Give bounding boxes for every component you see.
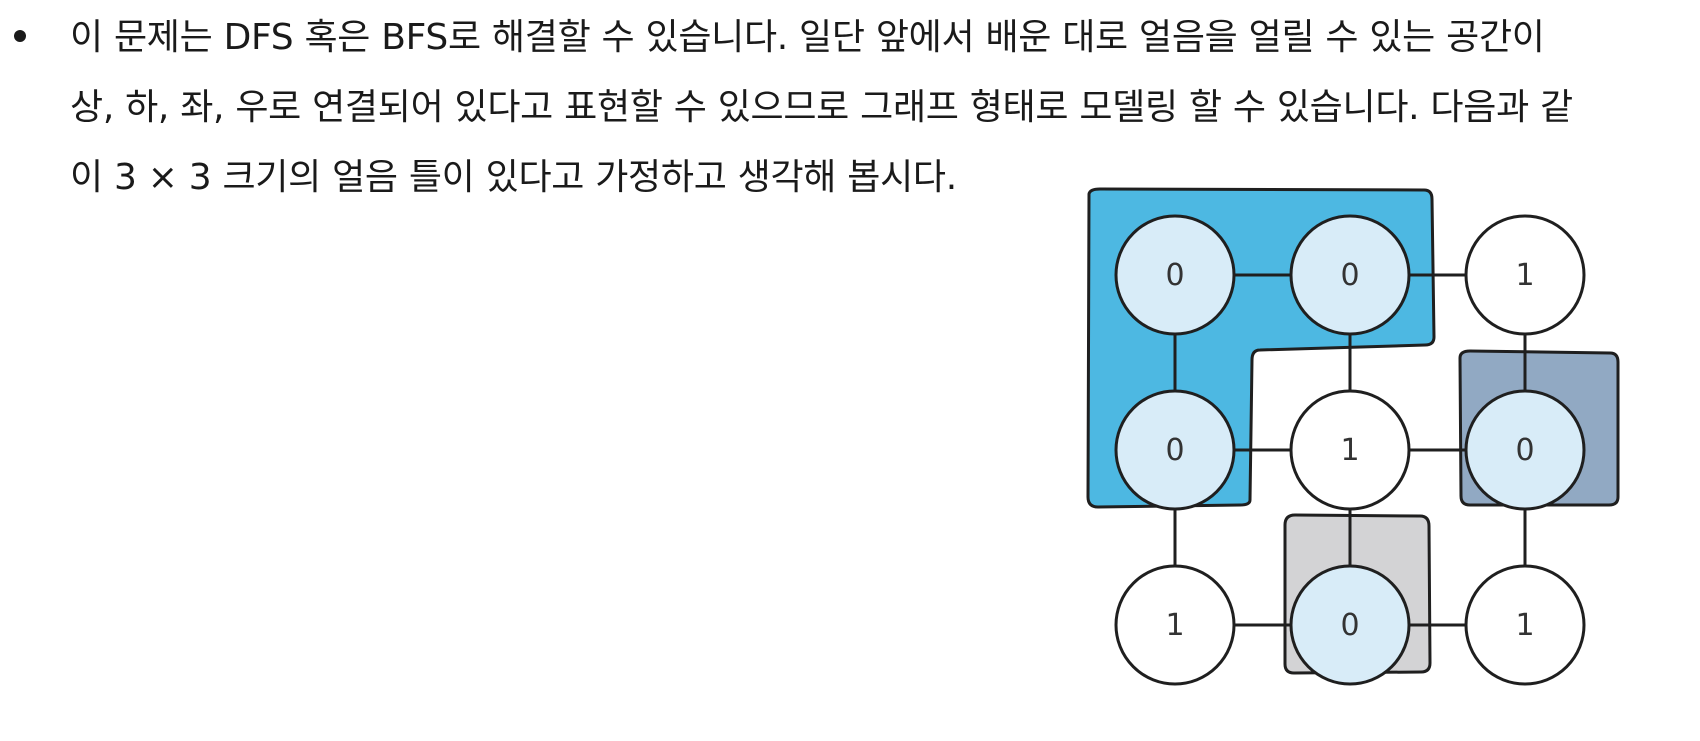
node-circle-r2c1 xyxy=(1289,564,1411,686)
node-circle-r0c1 xyxy=(1289,214,1411,336)
node-circle-r2c0 xyxy=(1114,564,1236,686)
node-value-r1c0: 0 xyxy=(1165,433,1184,468)
paragraph-line-2: 상, 하, 좌, 우로 연결되어 있다고 표현할 수 있으므로 그래프 형태로 … xyxy=(70,87,1573,128)
node-circle-r0c0 xyxy=(1114,214,1236,336)
node-value-r2c1: 0 xyxy=(1340,608,1359,643)
node-value-r2c0: 1 xyxy=(1165,608,1184,643)
node-value-r1c1: 1 xyxy=(1340,433,1359,468)
node-value-r1c2: 0 xyxy=(1515,433,1534,468)
node-value-r2c2: 1 xyxy=(1515,608,1534,643)
node-circle-r1c2 xyxy=(1464,389,1586,511)
paragraph-line-3: 이 3 × 3 크기의 얼음 틀이 있다고 가정하고 생각해 봅시다. xyxy=(70,157,957,198)
node-circle-r1c1 xyxy=(1289,389,1411,511)
node-circle-r0c2 xyxy=(1464,214,1586,336)
node-circle-r2c2 xyxy=(1464,564,1586,686)
paragraph-line-1: 이 문제는 DFS 혹은 BFS로 해결할 수 있습니다. 일단 앞에서 배운 … xyxy=(70,17,1545,58)
ice-tray-graph-diagram: 0 0 1 0 1 0 1 0 1 xyxy=(1080,185,1640,725)
node-value-r0c1: 0 xyxy=(1340,258,1359,293)
node-value-r0c0: 0 xyxy=(1165,258,1184,293)
bullet-point xyxy=(14,30,26,42)
graph-svg: 0 0 1 0 1 0 1 0 1 xyxy=(1086,187,1620,686)
node-value-r0c2: 1 xyxy=(1515,258,1534,293)
graph-nodes: 0 0 1 0 1 0 1 0 1 xyxy=(1114,214,1586,686)
node-circle-r1c0 xyxy=(1114,389,1236,511)
